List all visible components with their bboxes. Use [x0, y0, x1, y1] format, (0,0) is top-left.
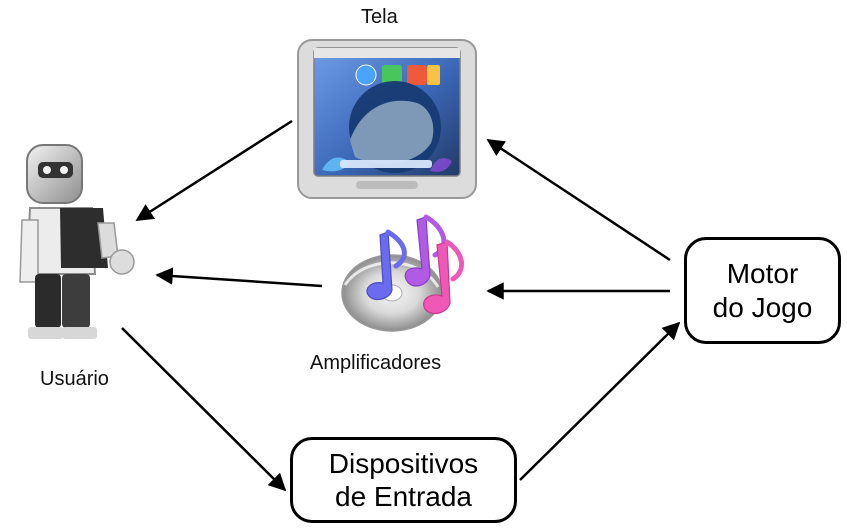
- speakers-label: Amplificadores: [310, 352, 442, 374]
- arrow-input-to-engine: [519, 321, 681, 481]
- input-line-2: de Entrada: [335, 481, 472, 512]
- input-line-1: Dispositivos: [328, 447, 479, 479]
- arrow-user-to-input: [121, 327, 287, 492]
- robot-user-icon: [19, 144, 135, 339]
- arrow-screen-to-user: [135, 119, 293, 222]
- engine-line-2: do Jogo: [712, 291, 813, 323]
- monitor-icon: [297, 39, 477, 199]
- user-label: Usuário: [40, 368, 109, 390]
- arrow-engine-to-screen: [486, 138, 671, 262]
- screen-label: Tela: [361, 6, 398, 28]
- connectors: [121, 119, 681, 492]
- dispositivos-de-entrada-box: Dispositivos de Entrada: [290, 437, 517, 523]
- motor-do-jogo-box: Motor do Jogo: [684, 237, 841, 344]
- note-blue-icon: [366, 229, 407, 301]
- arrow-speakers-to-user: [155, 267, 323, 288]
- note-pink-icon: [423, 239, 464, 315]
- engine-line-1: Motor: [726, 258, 799, 290]
- music-notes-cd-icon: [341, 214, 464, 332]
